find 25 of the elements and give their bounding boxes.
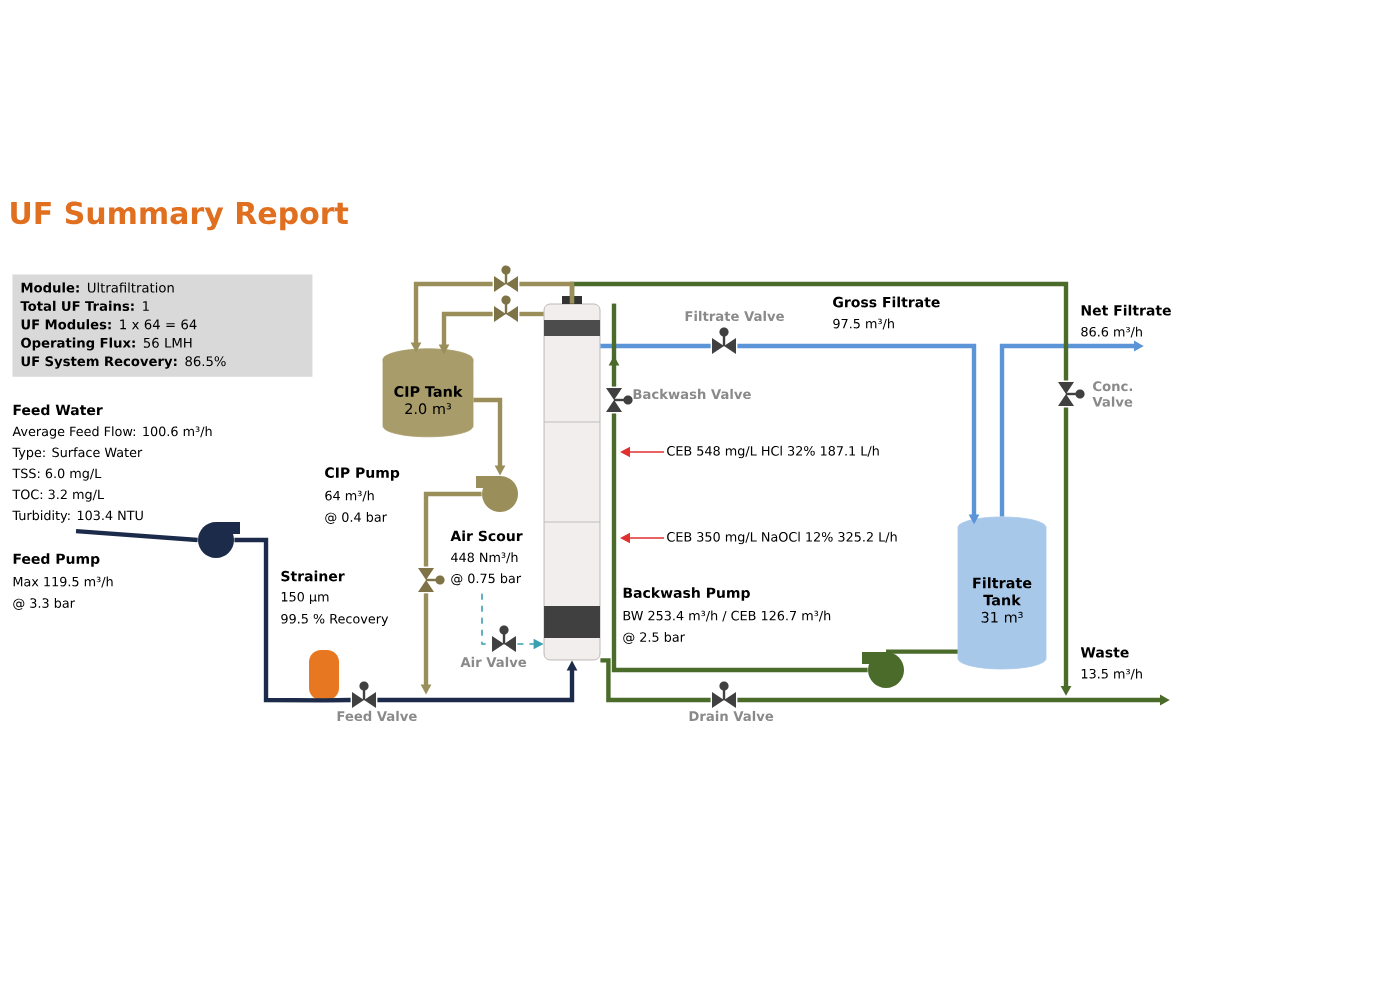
valve-symbol [494,295,518,322]
valve-symbol [352,681,376,708]
pipe [423,491,482,567]
pipe [234,537,325,703]
pipe [611,413,868,673]
valve-symbol [1058,382,1085,406]
valve-symbol [712,681,736,708]
pump-symbol [862,652,904,688]
membrane-module-drawing [543,296,601,661]
pump-symbol [476,476,518,512]
valve-symbol [494,265,518,292]
pipe [569,281,1069,381]
pipe [600,658,711,703]
pipe [886,649,958,654]
pipe [519,311,544,317]
valve-symbol [712,327,736,354]
pump-symbol [198,522,240,558]
pipe [519,281,575,304]
pipe [600,343,711,349]
title: UF Summary Report [11,201,349,231]
valve-symbol [418,568,445,592]
strainer-symbol [309,650,339,700]
valve-symbol [606,388,633,412]
pipe [324,697,351,703]
valve-symbol [492,625,516,652]
